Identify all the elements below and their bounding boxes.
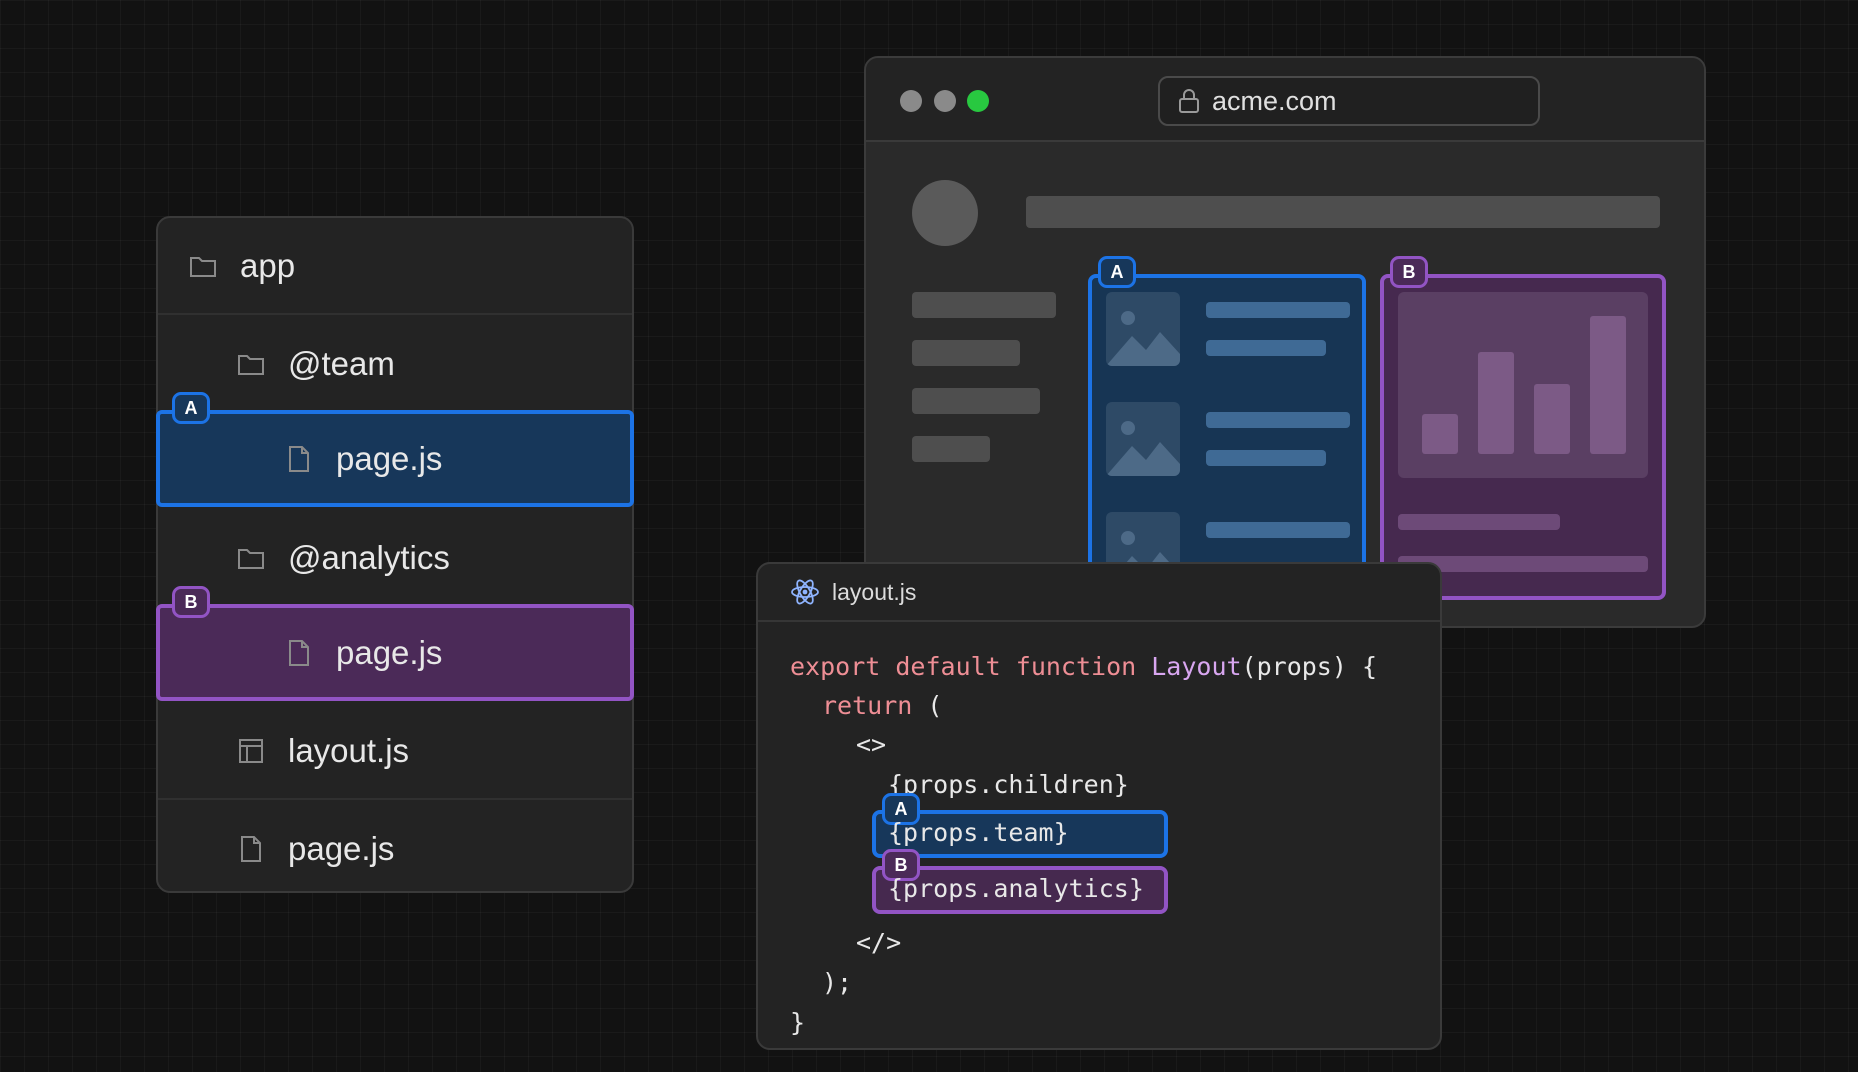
nav-placeholder (912, 340, 1020, 366)
image-icon (1106, 402, 1180, 476)
tree-item-root-page[interactable]: page.js (158, 800, 632, 897)
nav-placeholder (912, 388, 1040, 414)
layout-icon (236, 736, 266, 766)
code-editor: layout.js A B export default function La… (756, 562, 1442, 1050)
slot-b-badge: B (882, 849, 920, 881)
tree-item-label: page.js (288, 829, 395, 867)
window-maximize-dot[interactable] (967, 90, 989, 112)
slot-a-badge: A (172, 392, 210, 424)
chart-bar (1534, 384, 1570, 454)
text-placeholder (1206, 450, 1326, 466)
folder-icon (188, 251, 218, 281)
tree-item-layout[interactable]: layout.js (158, 703, 632, 800)
code-line: </> (856, 928, 902, 957)
code-line: } (790, 1008, 806, 1037)
tree-item-label: page.js (336, 439, 443, 477)
tree-item-analytics-page[interactable]: page.js (156, 604, 634, 701)
tree-item-label: page.js (336, 633, 443, 671)
text-placeholder (1206, 412, 1350, 428)
editor-tab[interactable]: layout.js (758, 564, 1440, 622)
folder-icon (236, 349, 266, 379)
tree-item-label: @analytics (288, 538, 450, 576)
tree-item-team[interactable]: @team (158, 315, 632, 412)
chart-bar (1422, 414, 1458, 454)
lock-icon (1178, 88, 1200, 114)
avatar-placeholder (912, 180, 978, 246)
tree-item-label: app (240, 246, 296, 284)
chart-bar (1478, 352, 1514, 454)
chart-bar (1590, 316, 1626, 454)
code-line-team: {props.team} (888, 818, 1069, 847)
text-placeholder (1206, 522, 1350, 538)
url-text: acme.com (1212, 85, 1337, 116)
tree-item-analytics[interactable]: @analytics (158, 509, 632, 606)
slot-a-code-highlight (872, 810, 1168, 858)
editor-filename: layout.js (832, 578, 917, 605)
tree-item-label: @team (288, 344, 395, 382)
code-line: return ( (822, 691, 943, 720)
slot-b-badge: B (1390, 256, 1428, 288)
code-line: <> (856, 730, 887, 759)
text-placeholder (1206, 302, 1350, 318)
browser-toolbar: acme.com (866, 58, 1704, 142)
file-tree: app @team page.js A @analytics page.js B… (156, 216, 634, 893)
code-line-analytics: {props.analytics} (888, 874, 1144, 903)
nav-placeholder (912, 292, 1056, 318)
text-placeholder (1398, 556, 1648, 572)
text-placeholder (1398, 514, 1560, 530)
file-icon (284, 444, 314, 474)
tree-item-label: layout.js (288, 731, 410, 769)
tree-item-team-page[interactable]: page.js (156, 410, 634, 507)
file-icon (284, 638, 314, 668)
code-line: {props.children} (888, 770, 1129, 799)
image-icon (1106, 292, 1180, 366)
address-bar[interactable]: acme.com (1158, 76, 1540, 126)
chart-placeholder (1398, 292, 1648, 478)
window-minimize-dot[interactable] (934, 90, 956, 112)
nav-placeholder (912, 436, 990, 462)
header-placeholder (1026, 196, 1660, 228)
browser-window: acme.com A B (864, 56, 1706, 628)
slot-b-analytics-view (1380, 274, 1666, 600)
slot-a-team-view (1088, 274, 1366, 626)
file-icon (236, 834, 266, 864)
code-line: ); (822, 968, 853, 997)
slot-b-code-highlight (872, 866, 1168, 914)
window-close-dot[interactable] (900, 90, 922, 112)
text-placeholder (1206, 340, 1326, 356)
folder-icon (236, 543, 266, 573)
slot-a-badge: A (882, 793, 920, 825)
slot-a-badge: A (1098, 256, 1136, 288)
code-line: export default function Layout(props) { (790, 652, 1378, 681)
react-icon (790, 578, 820, 606)
slot-b-badge: B (172, 586, 210, 618)
tree-item-app[interactable]: app (158, 218, 632, 315)
